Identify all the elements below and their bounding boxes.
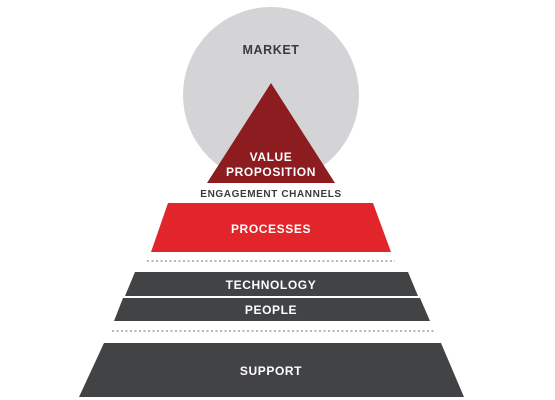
people-label: PEOPLE	[245, 303, 297, 317]
processes-band	[151, 203, 391, 252]
technology-band	[125, 272, 418, 296]
support-label: SUPPORT	[240, 364, 302, 378]
value-proposition-label-line1: VALUE	[250, 150, 293, 164]
processes-label: PROCESSES	[231, 222, 311, 236]
value-proposition-label-line2: PROPOSITION	[226, 165, 316, 179]
support-band	[79, 343, 464, 397]
market-label: MARKET	[242, 43, 299, 57]
people-band	[114, 298, 430, 321]
value-proposition-triangle	[207, 83, 335, 183]
technology-label: TECHNOLOGY	[226, 278, 317, 292]
engagement-channels-label: ENGAGEMENT CHANNELS	[200, 189, 341, 200]
